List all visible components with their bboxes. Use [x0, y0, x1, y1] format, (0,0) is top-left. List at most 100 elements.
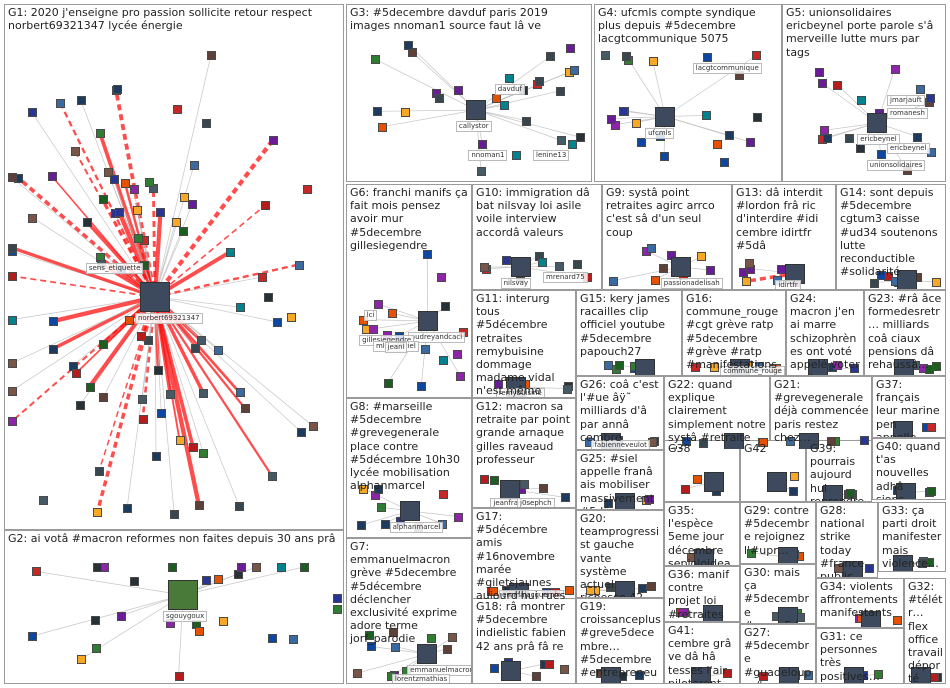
user-node[interactable]	[441, 302, 451, 312]
user-node[interactable]	[190, 160, 200, 170]
user-node[interactable]	[196, 336, 206, 346]
user-node[interactable]	[289, 635, 299, 645]
hub-node[interactable]	[140, 282, 170, 312]
user-node[interactable]	[207, 50, 217, 60]
user-node[interactable]	[404, 40, 414, 50]
hub-node[interactable]	[767, 471, 788, 492]
user-node[interactable]	[391, 642, 401, 652]
user-node[interactable]	[634, 670, 644, 680]
hub-node[interactable]	[510, 257, 531, 277]
user-node[interactable]	[174, 671, 184, 681]
user-node[interactable]	[380, 519, 390, 529]
user-node[interactable]	[199, 449, 209, 459]
user-node[interactable]	[104, 168, 114, 178]
user-node[interactable]	[826, 436, 836, 446]
user-node[interactable]	[388, 628, 398, 638]
user-node[interactable]	[116, 611, 126, 621]
user-node[interactable]	[263, 292, 273, 302]
hub-node[interactable]	[399, 501, 420, 521]
hub-node[interactable]	[615, 580, 636, 597]
user-node[interactable]	[647, 582, 657, 592]
user-node[interactable]	[723, 669, 733, 679]
user-node[interactable]	[268, 471, 277, 481]
user-node[interactable]	[789, 472, 799, 482]
user-node[interactable]	[631, 118, 641, 128]
user-node[interactable]	[110, 175, 119, 185]
user-node[interactable]	[240, 404, 250, 414]
user-node[interactable]	[356, 521, 366, 531]
user-node[interactable]	[268, 135, 278, 145]
user-node[interactable]	[719, 158, 729, 168]
user-node[interactable]	[538, 484, 548, 494]
user-node[interactable]	[113, 85, 123, 95]
user-node[interactable]	[286, 312, 296, 322]
user-node[interactable]	[893, 615, 902, 625]
user-node[interactable]	[504, 74, 514, 84]
user-node[interactable]	[376, 503, 386, 513]
user-node[interactable]	[646, 244, 656, 254]
user-node[interactable]	[99, 195, 109, 204]
user-node[interactable]	[8, 315, 17, 325]
user-node[interactable]	[120, 178, 130, 188]
user-node[interactable]	[151, 451, 161, 461]
user-node[interactable]	[156, 207, 166, 217]
user-node[interactable]	[194, 627, 204, 636]
user-node[interactable]	[194, 500, 204, 510]
hub-node[interactable]	[807, 359, 828, 375]
user-node[interactable]	[56, 98, 66, 108]
user-node[interactable]	[744, 259, 754, 269]
user-node[interactable]	[925, 364, 935, 374]
user-node[interactable]	[681, 437, 691, 447]
user-node[interactable]	[538, 257, 548, 267]
user-node[interactable]	[138, 395, 148, 405]
user-node[interactable]	[235, 388, 245, 398]
user-node[interactable]	[188, 442, 198, 452]
hub-node[interactable]	[704, 471, 725, 492]
user-node[interactable]	[659, 264, 669, 274]
user-node[interactable]	[258, 273, 268, 283]
user-node[interactable]	[27, 632, 37, 642]
hub-node[interactable]	[860, 611, 881, 627]
user-node[interactable]	[95, 129, 105, 139]
user-node[interactable]	[758, 671, 768, 681]
user-node[interactable]	[546, 52, 556, 62]
hub-node[interactable]	[601, 667, 622, 683]
user-node[interactable]	[333, 604, 342, 614]
user-node[interactable]	[846, 489, 856, 499]
hub-node[interactable]	[465, 100, 486, 120]
user-node[interactable]	[788, 487, 798, 497]
user-node[interactable]	[512, 150, 522, 160]
user-node[interactable]	[865, 564, 875, 574]
user-node[interactable]	[171, 218, 181, 228]
user-node[interactable]	[456, 371, 466, 381]
user-node[interactable]	[870, 278, 879, 288]
user-node[interactable]	[561, 493, 571, 503]
user-node[interactable]	[822, 134, 832, 144]
user-node[interactable]	[383, 378, 393, 388]
user-node[interactable]	[692, 475, 702, 485]
user-node[interactable]	[725, 131, 735, 141]
user-node[interactable]	[157, 409, 167, 418]
user-node[interactable]	[202, 575, 212, 585]
user-node[interactable]	[480, 474, 490, 484]
user-node[interactable]	[426, 634, 436, 644]
user-node[interactable]	[713, 140, 723, 150]
user-node[interactable]	[568, 139, 578, 149]
user-node[interactable]	[563, 384, 573, 394]
hub-node[interactable]	[500, 479, 521, 500]
user-node[interactable]	[439, 489, 449, 499]
user-node[interactable]	[565, 44, 575, 54]
hub-node[interactable]	[894, 359, 915, 375]
user-node[interactable]	[165, 390, 175, 400]
user-node[interactable]	[697, 252, 707, 262]
user-node[interactable]	[85, 382, 95, 392]
user-node[interactable]	[31, 567, 41, 577]
hub-node[interactable]	[634, 359, 655, 375]
user-node[interactable]	[803, 671, 813, 681]
user-node[interactable]	[421, 345, 431, 355]
user-node[interactable]	[8, 243, 17, 253]
user-node[interactable]	[91, 616, 101, 626]
user-node[interactable]	[27, 107, 37, 117]
hub-node[interactable]	[778, 667, 799, 683]
user-node[interactable]	[604, 498, 614, 508]
